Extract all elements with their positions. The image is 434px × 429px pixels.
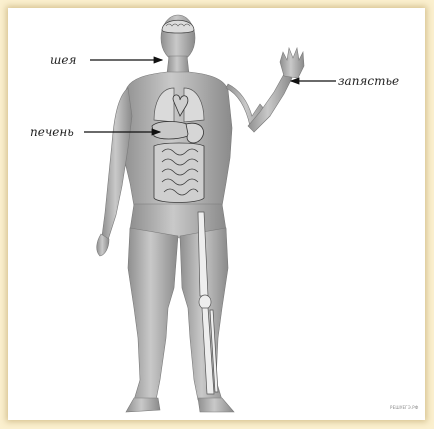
liver-label: печень xyxy=(30,125,74,139)
right-foot xyxy=(198,398,234,412)
left-foot xyxy=(126,398,160,412)
watermark: РЕШУЕГЭ.РФ xyxy=(390,405,419,410)
kneecap xyxy=(199,295,211,309)
human-body-diagram xyxy=(8,8,425,420)
intestines xyxy=(154,143,204,203)
neck xyxy=(167,56,189,74)
wrist-label: запястье xyxy=(338,74,399,88)
left-leg xyxy=(128,228,178,400)
figure-frame: шея печень запястье РЕШУЕГЭ.РФ xyxy=(8,8,425,420)
right-hand xyxy=(280,48,304,78)
right-forearm xyxy=(248,74,292,132)
neck-label: шея xyxy=(50,53,76,67)
